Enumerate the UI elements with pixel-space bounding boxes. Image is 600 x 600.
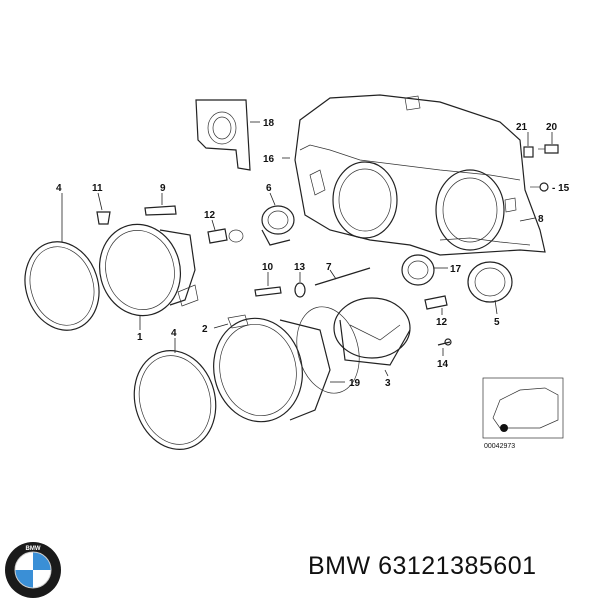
callout-label: 14 [437, 359, 449, 370]
part-screw-15 [530, 182, 549, 192]
callout-label: 12 [436, 317, 448, 328]
callout-label: 19 [349, 378, 361, 389]
part-trim-ring-4-lower [133, 350, 217, 450]
callout-label: - 15 [552, 183, 570, 194]
brand-name: BMW [308, 552, 371, 580]
part-screw-10 [254, 272, 282, 297]
part-rod-7 [314, 267, 371, 286]
part-bulb-12-lower [424, 295, 448, 315]
callout-label: 17 [450, 264, 462, 275]
callout-label: 12 [204, 210, 216, 221]
callout-label: 5 [494, 317, 500, 328]
exploded-headlight-diagram: 18 16 21 20 4 11 9 6 - 15 12 8 10 13 7 1… [24, 94, 570, 450]
part-screw-20 [538, 132, 559, 154]
callout-label: 18 [263, 118, 275, 129]
inset-car-thumbnail [482, 377, 564, 439]
part-clip-21 [523, 132, 534, 158]
bmw-roundel-icon: BMW [5, 542, 61, 598]
part-socket-17 [401, 254, 435, 286]
callout-label: 16 [263, 154, 275, 165]
part-number: 63121385601 [378, 552, 537, 580]
callout-label: 13 [294, 262, 306, 273]
callout-label: 8 [538, 214, 544, 225]
callout-label: 4 [171, 328, 177, 339]
callout-label: 9 [160, 183, 166, 194]
callout-label: 2 [202, 324, 208, 335]
part-lamp-1 [98, 223, 199, 317]
part-reflector-3 [333, 297, 411, 366]
part-bulb-13 [294, 272, 306, 298]
callout-label: 7 [326, 262, 332, 273]
callout-label: 4 [56, 183, 62, 194]
part-trim-ring-4-upper [24, 241, 100, 331]
part-bracket-18 [195, 99, 251, 171]
callout-label: 21 [516, 122, 528, 133]
part-housing-16 [294, 94, 546, 256]
callout-label: 10 [262, 262, 274, 273]
logo-letters: BMW [26, 546, 41, 552]
part-adjuster-11 [96, 192, 111, 225]
callout-label: 11 [92, 183, 103, 194]
inset-code: 00042973 [484, 443, 515, 450]
part-headlight-2 [213, 314, 331, 423]
part-seal-19 [296, 306, 360, 394]
part-number-footer: BMW 63121385601 [308, 552, 537, 581]
part-bulb-12-upper [207, 228, 244, 244]
callout-label: 20 [546, 122, 558, 133]
part-holder-5 [467, 261, 513, 303]
part-socket-6 [261, 205, 295, 246]
callout-label: 1 [137, 332, 143, 343]
part-screw-14 [437, 338, 452, 346]
part-adjuster-9 [144, 193, 177, 216]
callout-label: 3 [385, 378, 391, 389]
callout-label: 6 [266, 183, 272, 194]
